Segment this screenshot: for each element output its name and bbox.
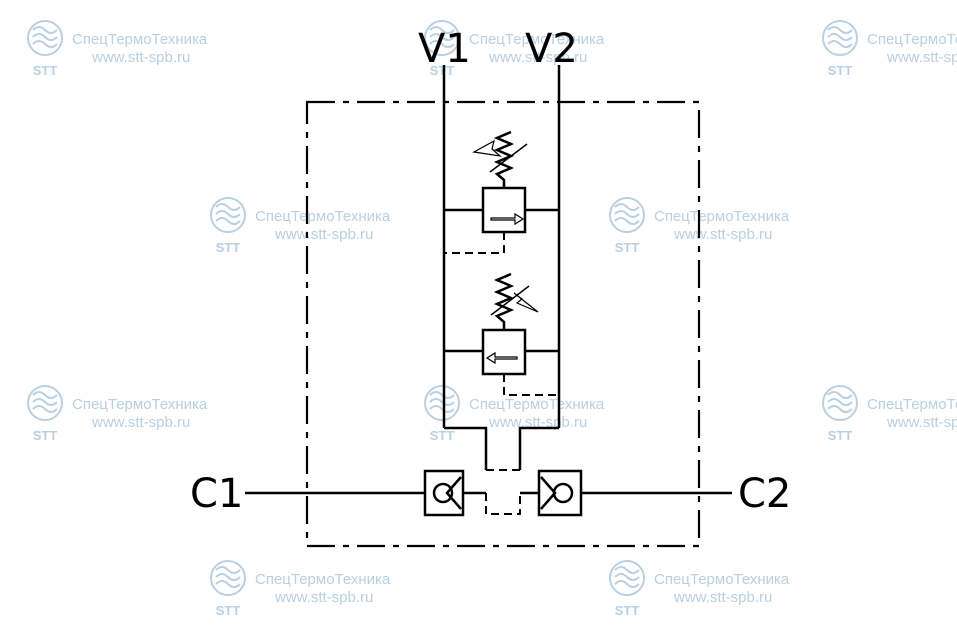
watermark-logo-icon (609, 197, 645, 233)
watermark-logo-text: STT (828, 428, 853, 443)
watermark-url: www.stt-spb.ru (274, 589, 373, 606)
port-v1-label: V1 (418, 26, 471, 72)
watermark-company: СпецТермоТехника (469, 31, 605, 48)
port-c2-label: C2 (738, 471, 791, 517)
pilot-line-lower (485, 493, 521, 515)
watermark-logo-icon (27, 385, 63, 421)
watermark-url: www.stt-spb.ru (673, 589, 772, 606)
check-valve-c2 (520, 469, 583, 517)
watermark-url: www.stt-spb.ru (673, 226, 772, 243)
watermark-logo-icon (424, 385, 460, 421)
watermark-logo-icon (424, 20, 460, 56)
port-v2-label: V2 (525, 26, 578, 72)
check-valve-c1 (423, 469, 486, 517)
watermark-company: СпецТермоТехника (72, 396, 208, 413)
watermark-company: СпецТермоТехника (654, 571, 790, 588)
watermark-logo-icon (822, 385, 858, 421)
watermark-logo-text: STT (216, 240, 241, 255)
watermark-logo-icon (27, 20, 63, 56)
watermark-logo-icon (822, 20, 858, 56)
watermark-url: www.stt-spb.ru (886, 414, 957, 431)
watermark-logo-text: STT (216, 603, 241, 618)
watermark-company: СпецТермоТехника (867, 396, 957, 413)
watermark-company: СпецТермоТехника (867, 31, 957, 48)
watermark-url: www.stt-spb.ru (488, 414, 587, 431)
relief-valve-upper (444, 130, 559, 254)
watermark-logo-text: STT (430, 428, 455, 443)
watermark-company: СпецТермоТехника (654, 208, 790, 225)
watermark-company: СпецТермоТехника (469, 396, 605, 413)
valve-housing-boundary (305, 100, 701, 548)
watermark-company: СпецТермоТехника (72, 31, 208, 48)
watermark-logo-text: STT (33, 428, 58, 443)
watermark-layer: STTСпецТермоТехникаwww.stt-spb.ruSTTСпец… (27, 20, 957, 618)
watermark-url: www.stt-spb.ru (886, 49, 957, 66)
watermark-url: www.stt-spb.ru (91, 414, 190, 431)
watermark-logo-text: STT (828, 63, 853, 78)
watermark-url: www.stt-spb.ru (91, 49, 190, 66)
port-c1-label: C1 (190, 471, 243, 517)
watermark-company: СпецТермоТехника (255, 208, 391, 225)
watermark-logo-text: STT (430, 63, 455, 78)
watermark-logo-icon (609, 560, 645, 596)
watermark-logo-text: STT (33, 63, 58, 78)
watermark-logo-text: STT (615, 603, 640, 618)
watermark-url: www.stt-spb.ru (274, 226, 373, 243)
v2-to-c2-line (518, 426, 559, 470)
watermark-url: www.stt-spb.ru (488, 49, 587, 66)
watermark-company: СпецТермоТехника (255, 571, 391, 588)
watermark-logo-icon (210, 197, 246, 233)
v1-to-c1-line (444, 426, 488, 470)
relief-valve-lower (444, 272, 559, 396)
watermark-logo-icon (210, 560, 246, 596)
watermark-logo-text: STT (615, 240, 640, 255)
